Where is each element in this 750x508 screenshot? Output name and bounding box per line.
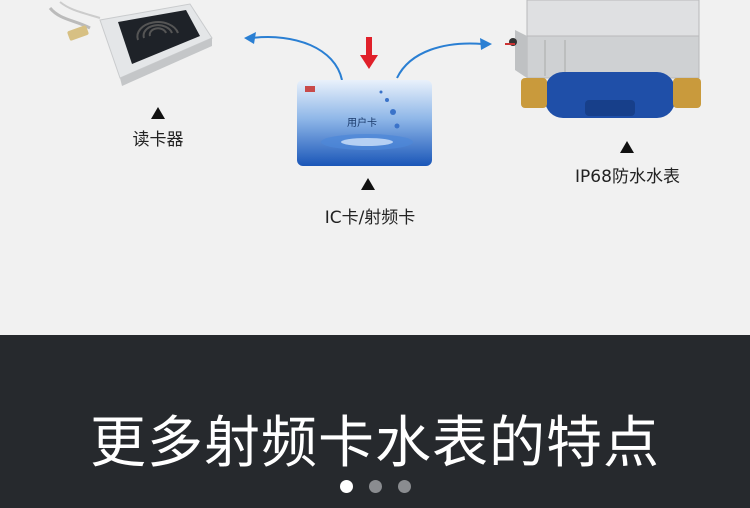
carousel-dot-3[interactable] [397,480,411,493]
arrow-to-meter-icon [396,38,492,79]
card-text: 用户卡 [347,118,377,129]
red-down-arrow-icon [360,37,378,69]
card-pointer-icon [361,178,375,190]
arrow-to-reader-icon [244,32,343,81]
carousel-dots [0,480,750,493]
card-reader-image [48,1,213,86]
carousel-dot-1[interactable] [339,480,353,493]
water-meter-image [505,0,701,118]
reader-pointer-icon [151,107,165,119]
feature-banner [0,335,750,508]
ic-card-image [297,80,432,166]
card-label: IC卡/射频卡 [324,208,416,228]
reader-label: 读卡器 [132,130,184,150]
banner-headline: 更多射频卡水表的特点 [90,411,660,476]
meter-pointer-icon [620,141,634,153]
carousel-dot-2[interactable] [368,480,382,493]
meter-label: IP68防水水表 [575,167,680,187]
